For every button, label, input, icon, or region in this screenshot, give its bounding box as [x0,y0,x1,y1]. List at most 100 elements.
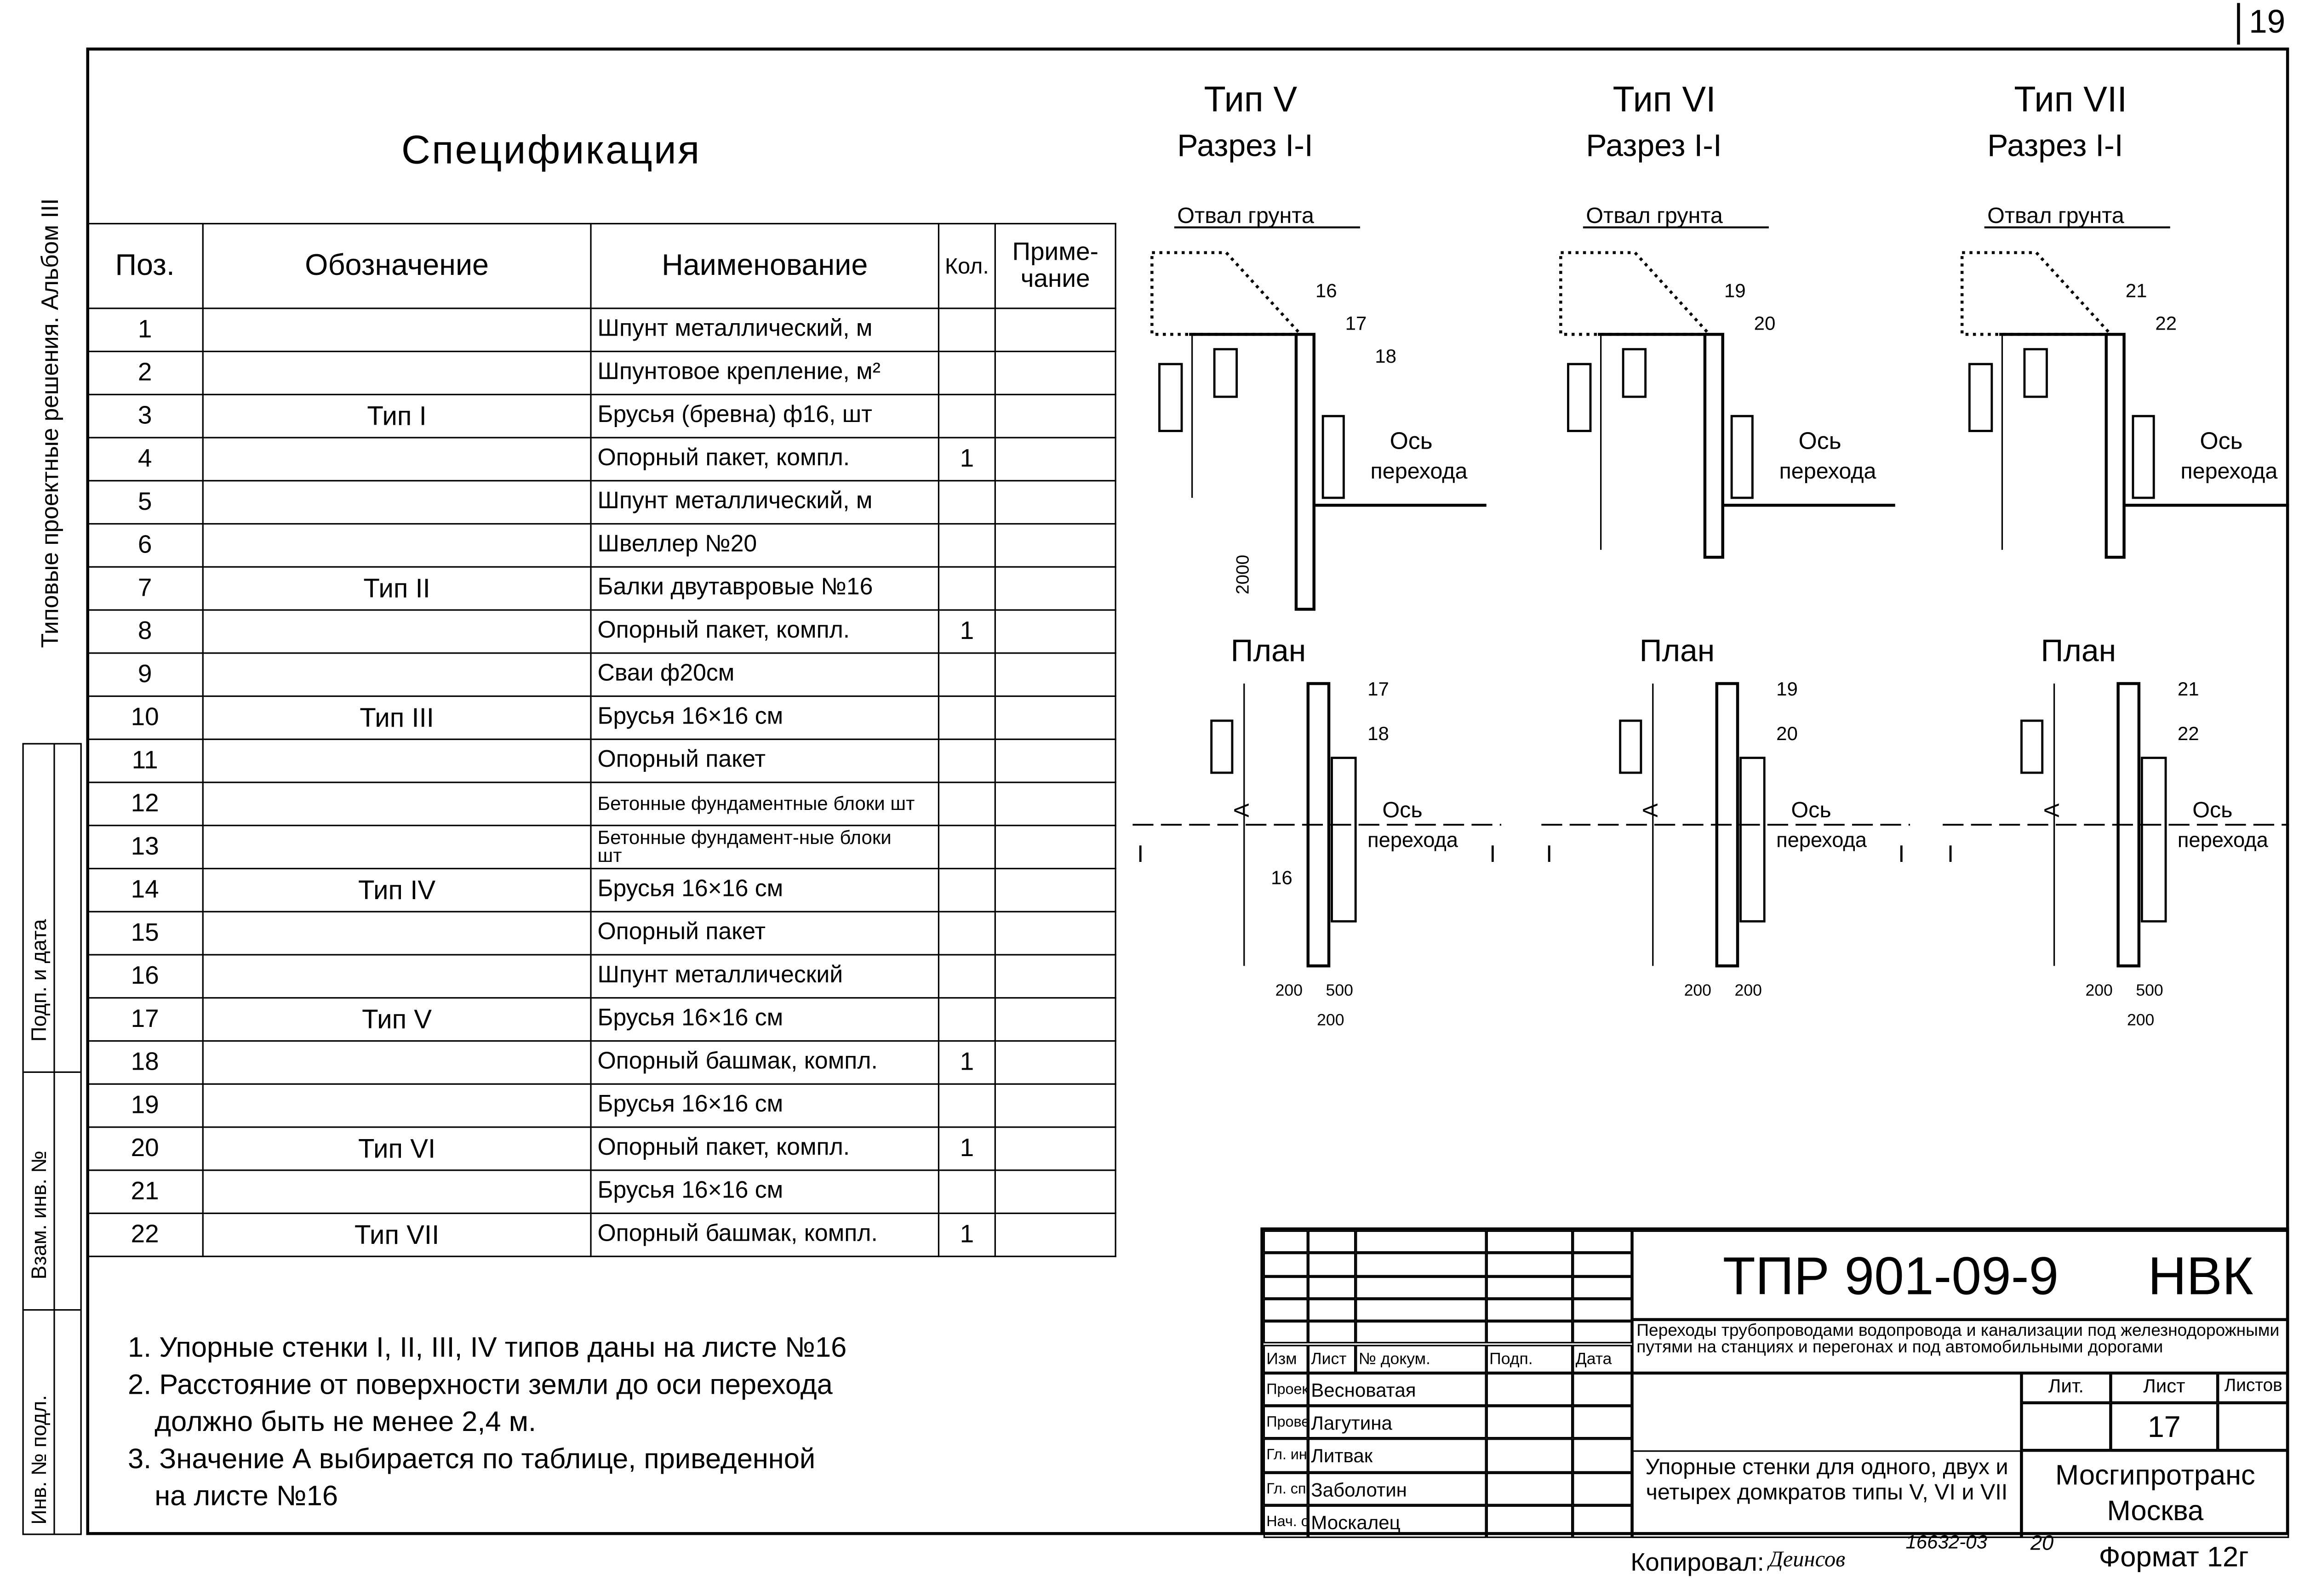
note-2-cont: должно быть не менее 2,4 м. [154,1407,537,1439]
plan-dimension: 200 [2127,1011,2154,1029]
sheets-value [2218,1402,2289,1451]
row-name: Брусья 16×16 см [590,1083,940,1128]
row-pos: 1 [86,308,204,353]
sheet-number: 17 [2110,1402,2218,1451]
tb-col-header: Изм [1263,1344,1308,1374]
tb-cell [1486,1373,1573,1406]
row-qty [938,350,996,395]
row-name: Бетонные фундаментные блоки шт [590,781,940,826]
note-1: 1. Упорные стенки I, II, III, IV типов д… [128,1333,847,1364]
row-pos: 22 [86,1212,204,1257]
stamp-inv-orig: Инв. № подл. [27,1395,51,1525]
tb-person: Москалец [1308,1505,1487,1538]
axis-label-2: перехода [1779,459,1876,484]
row-pos: 14 [86,867,204,912]
row-name: Опорный пакет [590,738,940,783]
row-qty [938,308,996,353]
tb-col-header: Дата [1573,1344,1632,1374]
pipe-symbol [1210,719,1234,774]
soil-label: Отвал грунта [1987,203,2124,228]
plan-axis-label: Ось [1791,798,1831,822]
pipe-symbol [1619,719,1642,774]
row-note [994,393,1116,439]
header-pos: Поз. [86,222,204,309]
order-number: 16632-03 [1905,1530,1987,1553]
dim-a-label: А [1638,803,1662,817]
tb-col-header: Подп. [1486,1344,1573,1374]
plan-label: План [1640,634,1715,668]
section-label: Разрез I-I [1586,128,1721,163]
callout-number: 20 [1754,313,1776,334]
callout-number: 22 [2155,313,2177,334]
pipe-symbol [1968,363,1993,432]
row-pos: 20 [86,1126,204,1171]
row-designation: Тип VI [202,1126,592,1171]
row-designation [202,609,592,654]
row-pos: 3 [86,393,204,439]
pipe-symbol [1213,348,1238,398]
org-city: Москва [2107,1496,2204,1528]
stamp-replace-inv: Взам. инв. № [27,1150,51,1280]
plan-dimension: 200 [1317,1011,1344,1029]
row-pos: 5 [86,480,204,525]
soil-mound [1150,251,1304,336]
axis-label: Ось [1390,427,1433,454]
row-qty [938,695,996,740]
row-qty: 1 [938,609,996,654]
pipe-symbol [1158,363,1183,432]
plan-label: План [2041,634,2116,668]
row-note [994,781,1116,826]
row-name-text: Опорный пакет, компл. [597,445,850,471]
callout-number: 17 [1345,313,1367,334]
row-qty: 1 [938,1040,996,1085]
spec-table: Поз. Обозначение Наименование Кол. Приме… [86,222,1116,1257]
plan-dimension: 200 [2085,981,2112,999]
note-3-cont: на листе №16 [154,1482,338,1513]
row-qty: 1 [938,437,996,482]
note-3: 3. Значение А выбирается по таблице, при… [128,1444,816,1476]
pipe-symbol [2020,719,2044,774]
tb-person: Весноватая [1308,1373,1487,1406]
tb-role: Проектир. [1263,1373,1308,1406]
row-pos: 7 [86,566,204,611]
row-name: Швеллер №20 [590,523,940,568]
tb-cell [1263,1253,1308,1276]
plan-support [1739,757,1766,923]
tb-cell [1486,1321,1573,1344]
row-pos: 8 [86,609,204,654]
row-note [994,1083,1116,1128]
tb-cell [1486,1230,1573,1254]
row-name: Опорный башмак, компл. [590,1212,940,1257]
row-name: Балки двутавровые №16 [590,566,940,611]
row-qty [938,652,996,697]
tb-person: Заболотин [1308,1472,1487,1505]
row-note [994,954,1116,999]
plan-dimension: 500 [1326,981,1353,999]
stamp-sign-date: Подп. и дата [27,919,51,1042]
row-note [994,997,1116,1042]
doc-code-suffix: НВК [2148,1245,2253,1306]
row-name-text: Опорный пакет [597,920,766,945]
tb-cell [1486,1505,1573,1538]
row-name-text: Брусья 16×16 см [597,1006,783,1032]
row-name: Опорный башмак, компл. [590,1040,940,1085]
row-name-text: Шпунт металлический [597,963,843,988]
row-designation: Тип I [202,393,592,439]
row-designation: Тип V [202,997,592,1042]
row-name: Брусья 16×16 см [590,695,940,740]
row-note [994,1169,1116,1214]
tb-cell [1308,1299,1356,1322]
type-label: Тип VI [1613,80,1716,119]
type-label: Тип VII [2014,80,2127,119]
row-name: Шпунт металлический [590,954,940,999]
wall-section [2105,333,2126,559]
soil-mound [1559,251,1713,336]
